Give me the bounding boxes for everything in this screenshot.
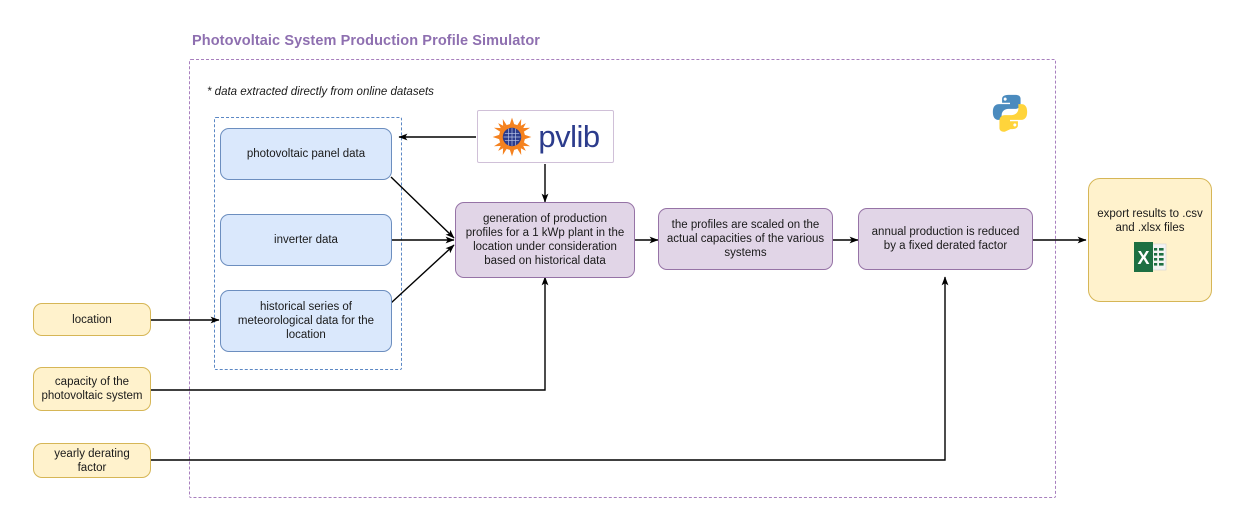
node-label: historical series of meteorological data…	[237, 301, 375, 341]
node-label: yearly derating factor	[54, 447, 130, 474]
node-label: capacity of the photovoltaic system	[41, 376, 143, 402]
input-node-capacity[interactable]: capacity of the photovoltaic system	[33, 367, 151, 411]
output-node-export[interactable]: export results to .csv and .xlsx files X	[1088, 178, 1212, 302]
python-icon	[992, 94, 1028, 132]
process-node-derate[interactable]: annual production is reduced by a fixed …	[858, 208, 1033, 270]
pvlib-logo: pvlib	[477, 110, 614, 163]
input-node-derating-factor[interactable]: yearly derating factor	[33, 443, 151, 478]
node-label: inverter data	[274, 234, 338, 246]
dataset-node-meteo-data[interactable]: historical series of meteorological data…	[220, 290, 392, 352]
process-node-scaling[interactable]: the profiles are scaled on the actual ca…	[658, 208, 833, 270]
input-node-location[interactable]: location	[33, 303, 151, 336]
node-label: annual production is reduced by a fixed …	[871, 226, 1020, 252]
process-node-generation[interactable]: generation of production profiles for a …	[455, 202, 635, 278]
dataset-node-inverter-data[interactable]: inverter data	[220, 214, 392, 266]
node-label: location	[72, 313, 112, 326]
svg-text:X: X	[1137, 248, 1149, 268]
node-label: generation of production profiles for a …	[465, 213, 625, 267]
datasets-footnote: * data extracted directly from online da…	[207, 86, 434, 98]
node-label: photovoltaic panel data	[246, 148, 366, 160]
excel-icon: X	[1134, 242, 1167, 272]
pvlib-sun-icon	[493, 117, 532, 156]
node-label: the profiles are scaled on the actual ca…	[666, 219, 825, 259]
node-label: export results to .csv and .xlsx files	[1097, 208, 1203, 234]
page-title: Photovoltaic System Production Profile S…	[192, 33, 541, 49]
dataset-node-panel-data[interactable]: photovoltaic panel data	[220, 128, 392, 180]
pvlib-wordmark: pvlib	[538, 119, 600, 154]
